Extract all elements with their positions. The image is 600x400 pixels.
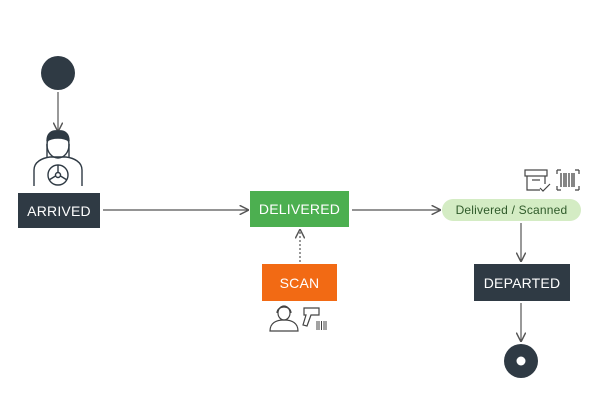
end-node: [504, 344, 538, 378]
barcode-icon: [556, 169, 580, 191]
state-delivered-scanned: Delivered / Scanned: [442, 199, 581, 221]
package-check-icon: [524, 169, 551, 192]
state-scan: SCAN: [262, 264, 337, 301]
state-arrived: ARRIVED: [18, 193, 100, 228]
state-delivered: DELIVERED: [250, 191, 349, 227]
driver-icon: [33, 130, 83, 186]
start-node: [41, 56, 75, 90]
person-icon: [269, 305, 299, 332]
state-departed: DEPARTED: [474, 264, 570, 301]
barcode-scanner-icon: [302, 307, 327, 330]
